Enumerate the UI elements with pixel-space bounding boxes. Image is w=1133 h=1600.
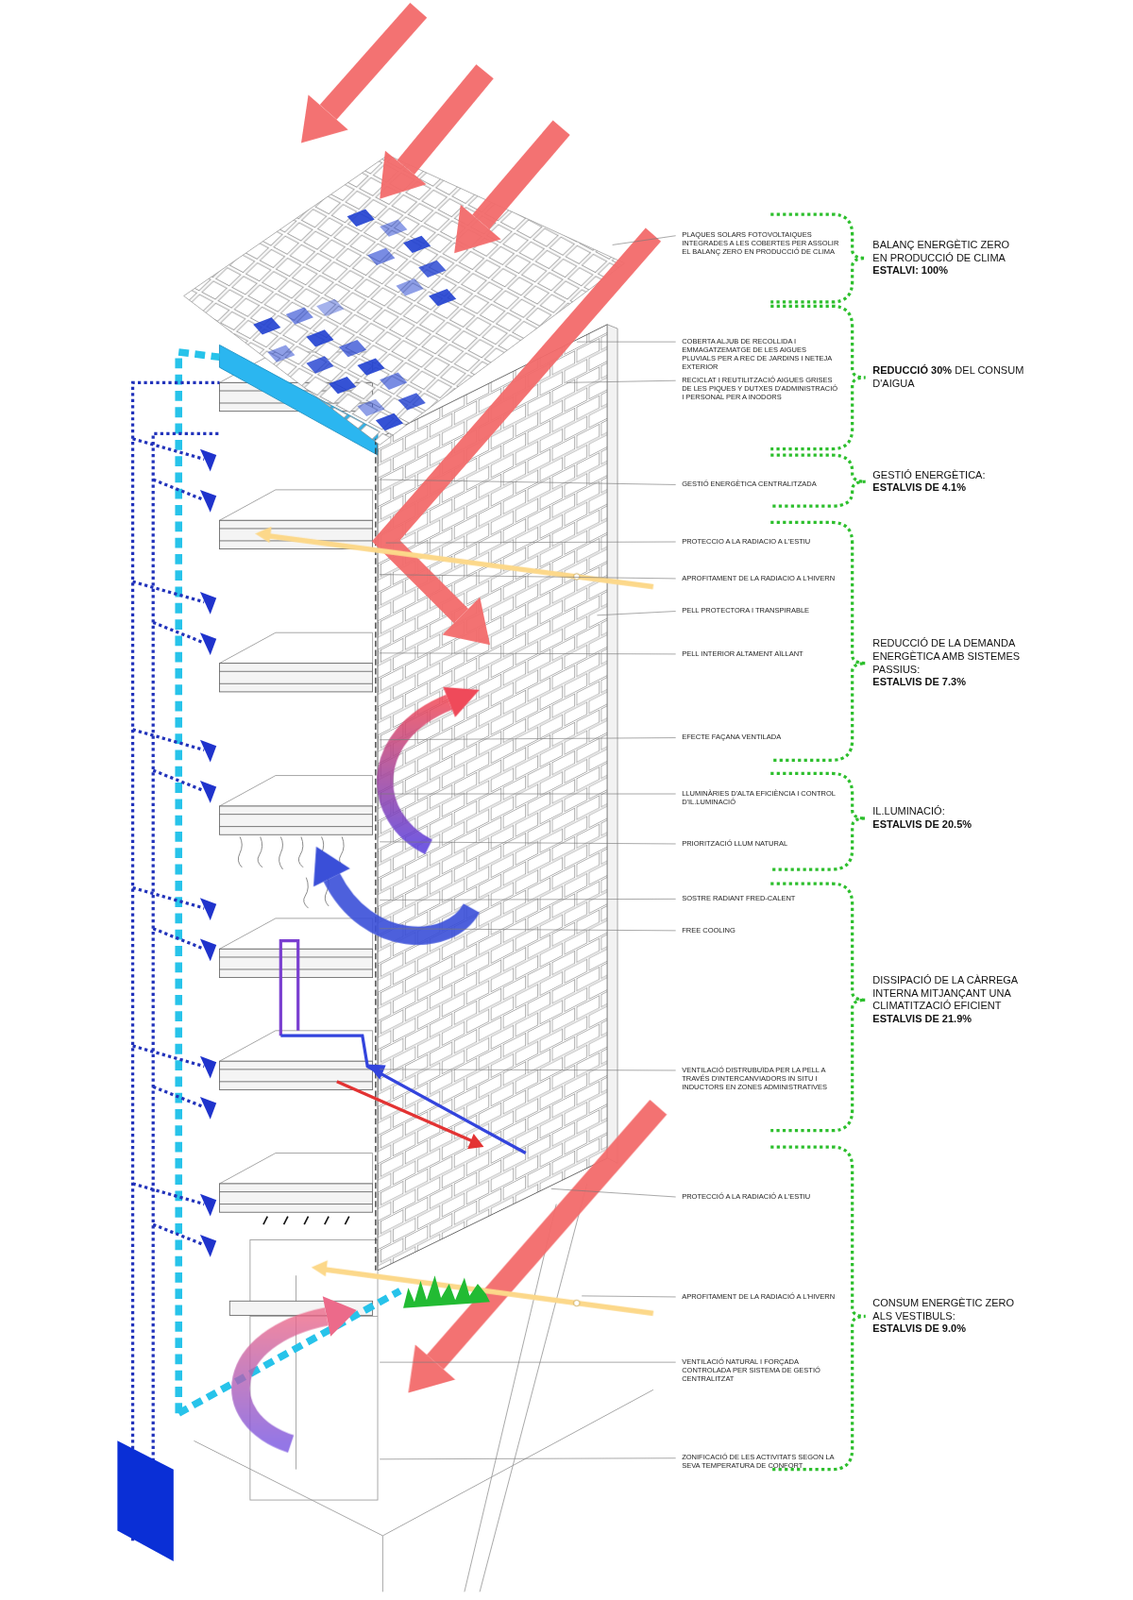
leader-label: APROFITAMENT DE LA RADIACIÓ A L'HIVERN xyxy=(681,1292,841,1302)
leader-label: SOSTRE RADIANT FRED-CALENT xyxy=(681,894,841,903)
savings-title: DISSIPACIÓ DE LA CÀRREGA INTERNA MITJANÇ… xyxy=(872,974,1026,1014)
savings-value: ESTALVIS DE 9.0% xyxy=(872,1322,1026,1336)
leader-label: PLAQUES SOLARS FOTOVOLTAIQUES INTEGRADES… xyxy=(681,230,841,256)
savings-title: CONSUM ENERGÈTIC ZERO ALS VESTIBULS: xyxy=(872,1297,1026,1324)
savings-title: REDUCCIÓ DE LA DEMANDA ENERGÈTICA AMB SI… xyxy=(872,637,1026,677)
leader-label: ZONIFICACIÓ DE LES ACTIVITATS SEGON LA S… xyxy=(681,1453,841,1471)
water-lines xyxy=(117,352,400,1562)
savings-title: IL.LUMINACIÓ: xyxy=(872,805,1026,819)
sun-rays xyxy=(301,10,659,1394)
leader-label: PELL PROTECTORA I TRANSPIRABLE xyxy=(681,606,841,615)
facade-skin xyxy=(375,324,618,1271)
leader-label: APROFITAMENT DE LA RADIACIO A L'HIVERN xyxy=(681,574,841,583)
leader-label: PROTECCIO A LA RADIACIO A L'ESTIU xyxy=(681,537,841,546)
savings-group: REDUCCIÓ DE LA DEMANDA ENERGÈTICA AMB SI… xyxy=(872,637,1026,690)
grass xyxy=(403,1275,491,1309)
savings-value: REDUCCIÓ 30% xyxy=(872,364,952,376)
savings-value: ESTALVIS DE 20.5% xyxy=(872,818,1026,832)
leader-label: GESTIÓ ENERGÈTICA CENTRALITZADA xyxy=(681,479,841,489)
leader-label: COBERTA ALJUB DE RECOLLIDA I EMMAGATZEMA… xyxy=(681,337,841,372)
savings-group: BALANÇ ENERGÈTIC ZERO EN PRODUCCIÓ DE CL… xyxy=(872,238,1026,278)
leader-label: LLUMINÀRIES D'ALTA EFICIÈNCIA I CONTROL … xyxy=(681,789,841,807)
savings-value: ESTALVIS DE 4.1% xyxy=(872,481,1026,495)
savings-value: ESTALVI: 100% xyxy=(872,264,1026,278)
savings-group: DISSIPACIÓ DE LA CÀRREGA INTERNA MITJANÇ… xyxy=(872,974,1026,1027)
leader-label: PROTECCIÓ A LA RADIACIÓ A L'ESTIU xyxy=(681,1192,841,1201)
leader-label: RECICLAT I REUTILITZACIÓ AIGUES GRISES D… xyxy=(681,375,841,402)
leader-label: PELL INTERIOR ALTAMENT AÏLLANT xyxy=(681,649,841,659)
savings-group: IL.LUMINACIÓ:ESTALVIS DE 20.5% xyxy=(872,805,1026,832)
leader-label: FREE COOLING xyxy=(681,926,841,935)
leader-lines xyxy=(379,236,676,1460)
savings-group: REDUCCIÓ 30%DEL CONSUM D'AIGUA xyxy=(872,364,1026,391)
savings-group: GESTIÓ ENERGÈTICA:ESTALVIS DE 4.1% xyxy=(872,469,1026,496)
air-flow-arrows xyxy=(240,687,526,1445)
savings-title: GESTIÓ ENERGÈTICA: xyxy=(872,469,1026,483)
savings-group: CONSUM ENERGÈTIC ZERO ALS VESTIBULS:ESTA… xyxy=(872,1297,1026,1336)
winter-sun-lines xyxy=(254,526,654,1314)
savings-value: ESTALVIS DE 21.9% xyxy=(872,1013,1026,1027)
leader-label: PRIORITZACIÓ LLUM NATURAL xyxy=(681,839,841,848)
leader-label: EFECTE FAÇANA VENTILADA xyxy=(681,732,841,742)
leader-label: VENTILACIÓ DISTRUBUÏDA PER LA PELL A TRA… xyxy=(681,1065,841,1092)
floor-slabs xyxy=(219,352,373,1316)
roof-solar-panels xyxy=(184,154,626,445)
savings-title: BALANÇ ENERGÈTIC ZERO EN PRODUCCIÓ DE CL… xyxy=(872,238,1026,266)
leader-label: VENTILACIÓ NATURAL I FORÇADA CONTROLADA … xyxy=(681,1357,841,1384)
savings-value: ESTALVIS DE 7.3% xyxy=(872,676,1026,690)
